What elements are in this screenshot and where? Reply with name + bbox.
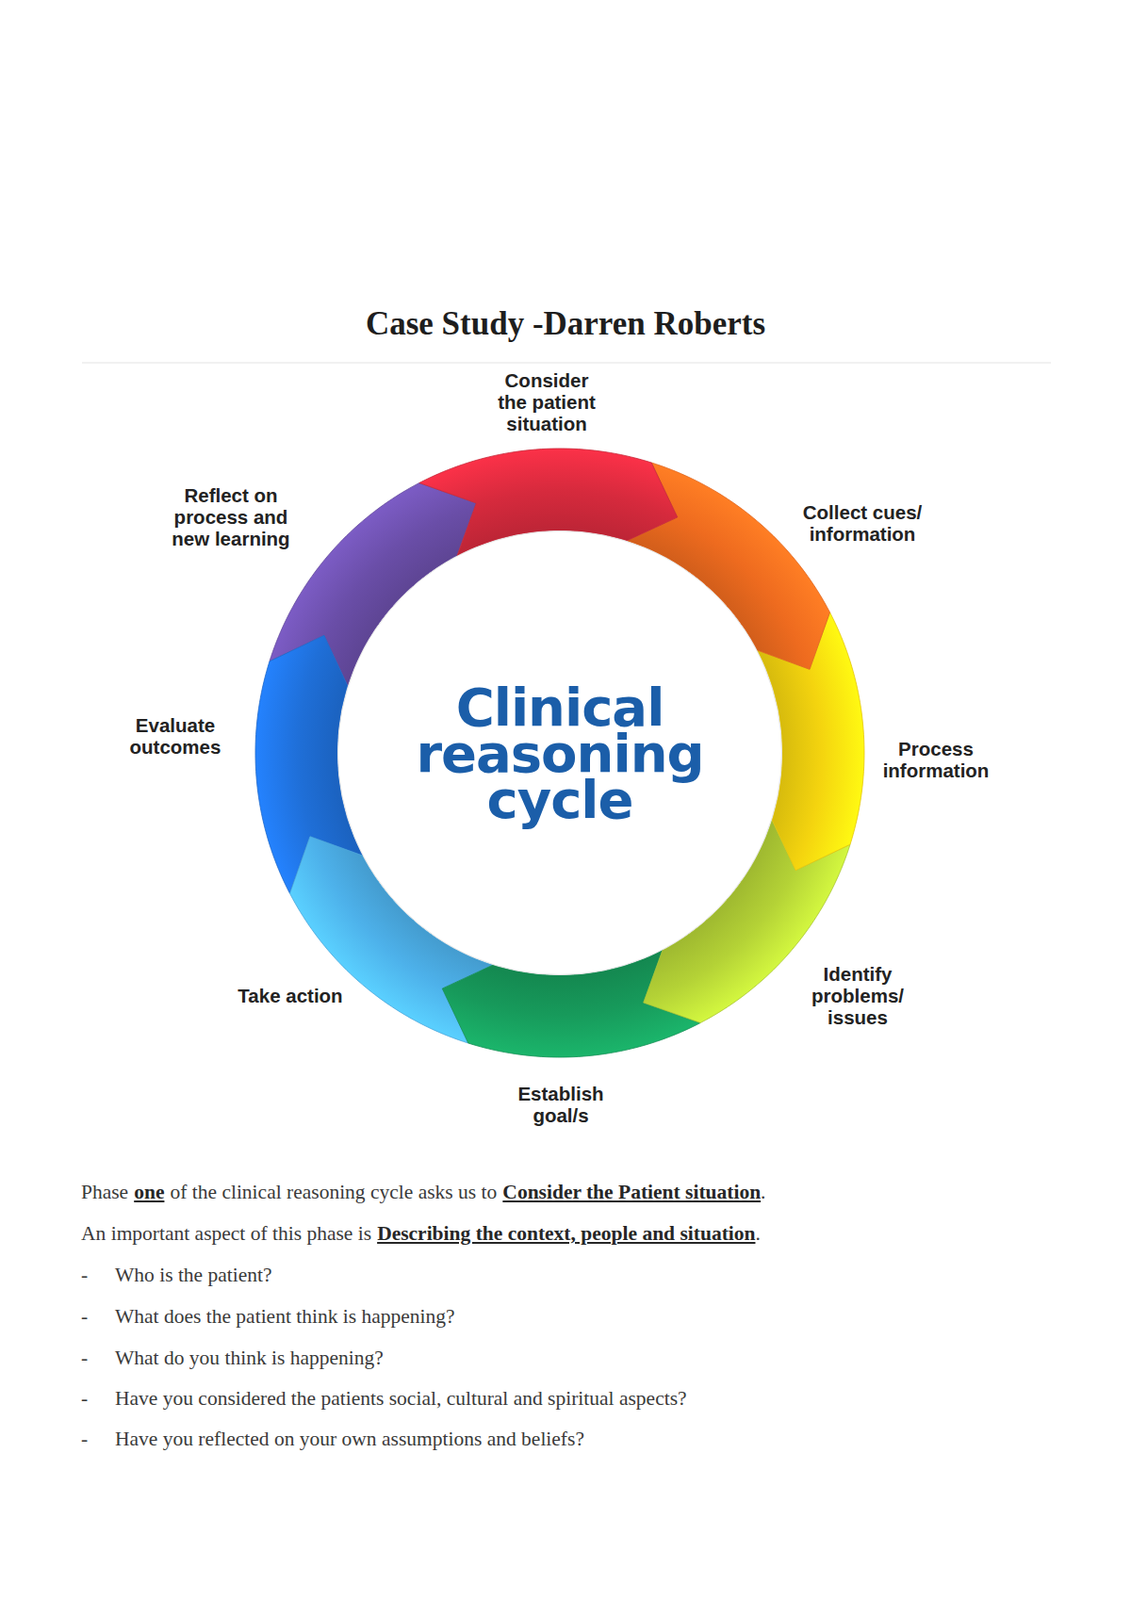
text-line: Have you considered the patients social,… [114,1386,688,1411]
bullet-dash: - [81,1263,88,1287]
text-line: Who is the patient? [114,1262,273,1288]
text-line: What does the patient think is happening… [114,1304,456,1329]
title-rule [81,361,1051,364]
cycle-step-label: Identify problems/ issues [808,963,908,1029]
body-text: What does the patient think is happening… [114,1305,456,1328]
cycle-step-label: Evaluate outcomes [126,714,226,758]
cycle-step-label: Establish goal/s [513,1082,608,1127]
text-line: An important aspect of this phase isDesc… [81,1221,761,1246]
text-line: - [81,1262,88,1288]
cycle-step-label: Process information [880,737,992,782]
cycle-step-label: Take action [219,984,361,1007]
body-text: of the clinical reasoning cycle asks us … [169,1180,497,1204]
cycle-step-label: Collect cues/ information [799,501,927,545]
cycle-title: Clinical reasoning cycle [399,684,721,823]
emphasis-text: one [133,1180,164,1204]
cycle-ring [255,448,865,1058]
text-line: - [81,1426,88,1452]
circle-shape [338,531,783,976]
body-text: . [760,1180,766,1204]
page-title: Case Study -Darren Roberts [0,303,1131,345]
bullet-dash: - [81,1427,88,1451]
body-text: . [754,1222,760,1246]
text-line: Phaseoneof the clinical reasoning cycle … [81,1180,766,1205]
cycle-center-circle: Clinical reasoning cycle [337,530,783,976]
bullet-dash: - [81,1305,88,1328]
text-line: Have you reflected on your own assumptio… [114,1426,585,1452]
body-text: Have you considered the patients social,… [114,1387,688,1410]
text-line: - [81,1386,88,1411]
bullet-dash: - [81,1387,88,1410]
emphasis-text: Describing the context, people and situa… [377,1222,755,1246]
body-text: An important aspect of this phase is [81,1222,372,1246]
body-text: What do you think is happening? [114,1346,384,1370]
body-text: Who is the patient? [114,1263,273,1287]
body-text: Phase [81,1180,129,1204]
cycle-step-label: Consider the patient situation [493,369,600,435]
bullet-dash: - [81,1346,88,1370]
body-text: Have you reflected on your own assumptio… [114,1427,585,1451]
cycle-step-label: Reflect on process and new learning [167,484,296,550]
text-line: - [81,1345,88,1371]
text-line: - [81,1304,88,1329]
emphasis-text: Consider the Patient situation [502,1180,761,1204]
text-line: What do you think is happening? [114,1345,384,1371]
